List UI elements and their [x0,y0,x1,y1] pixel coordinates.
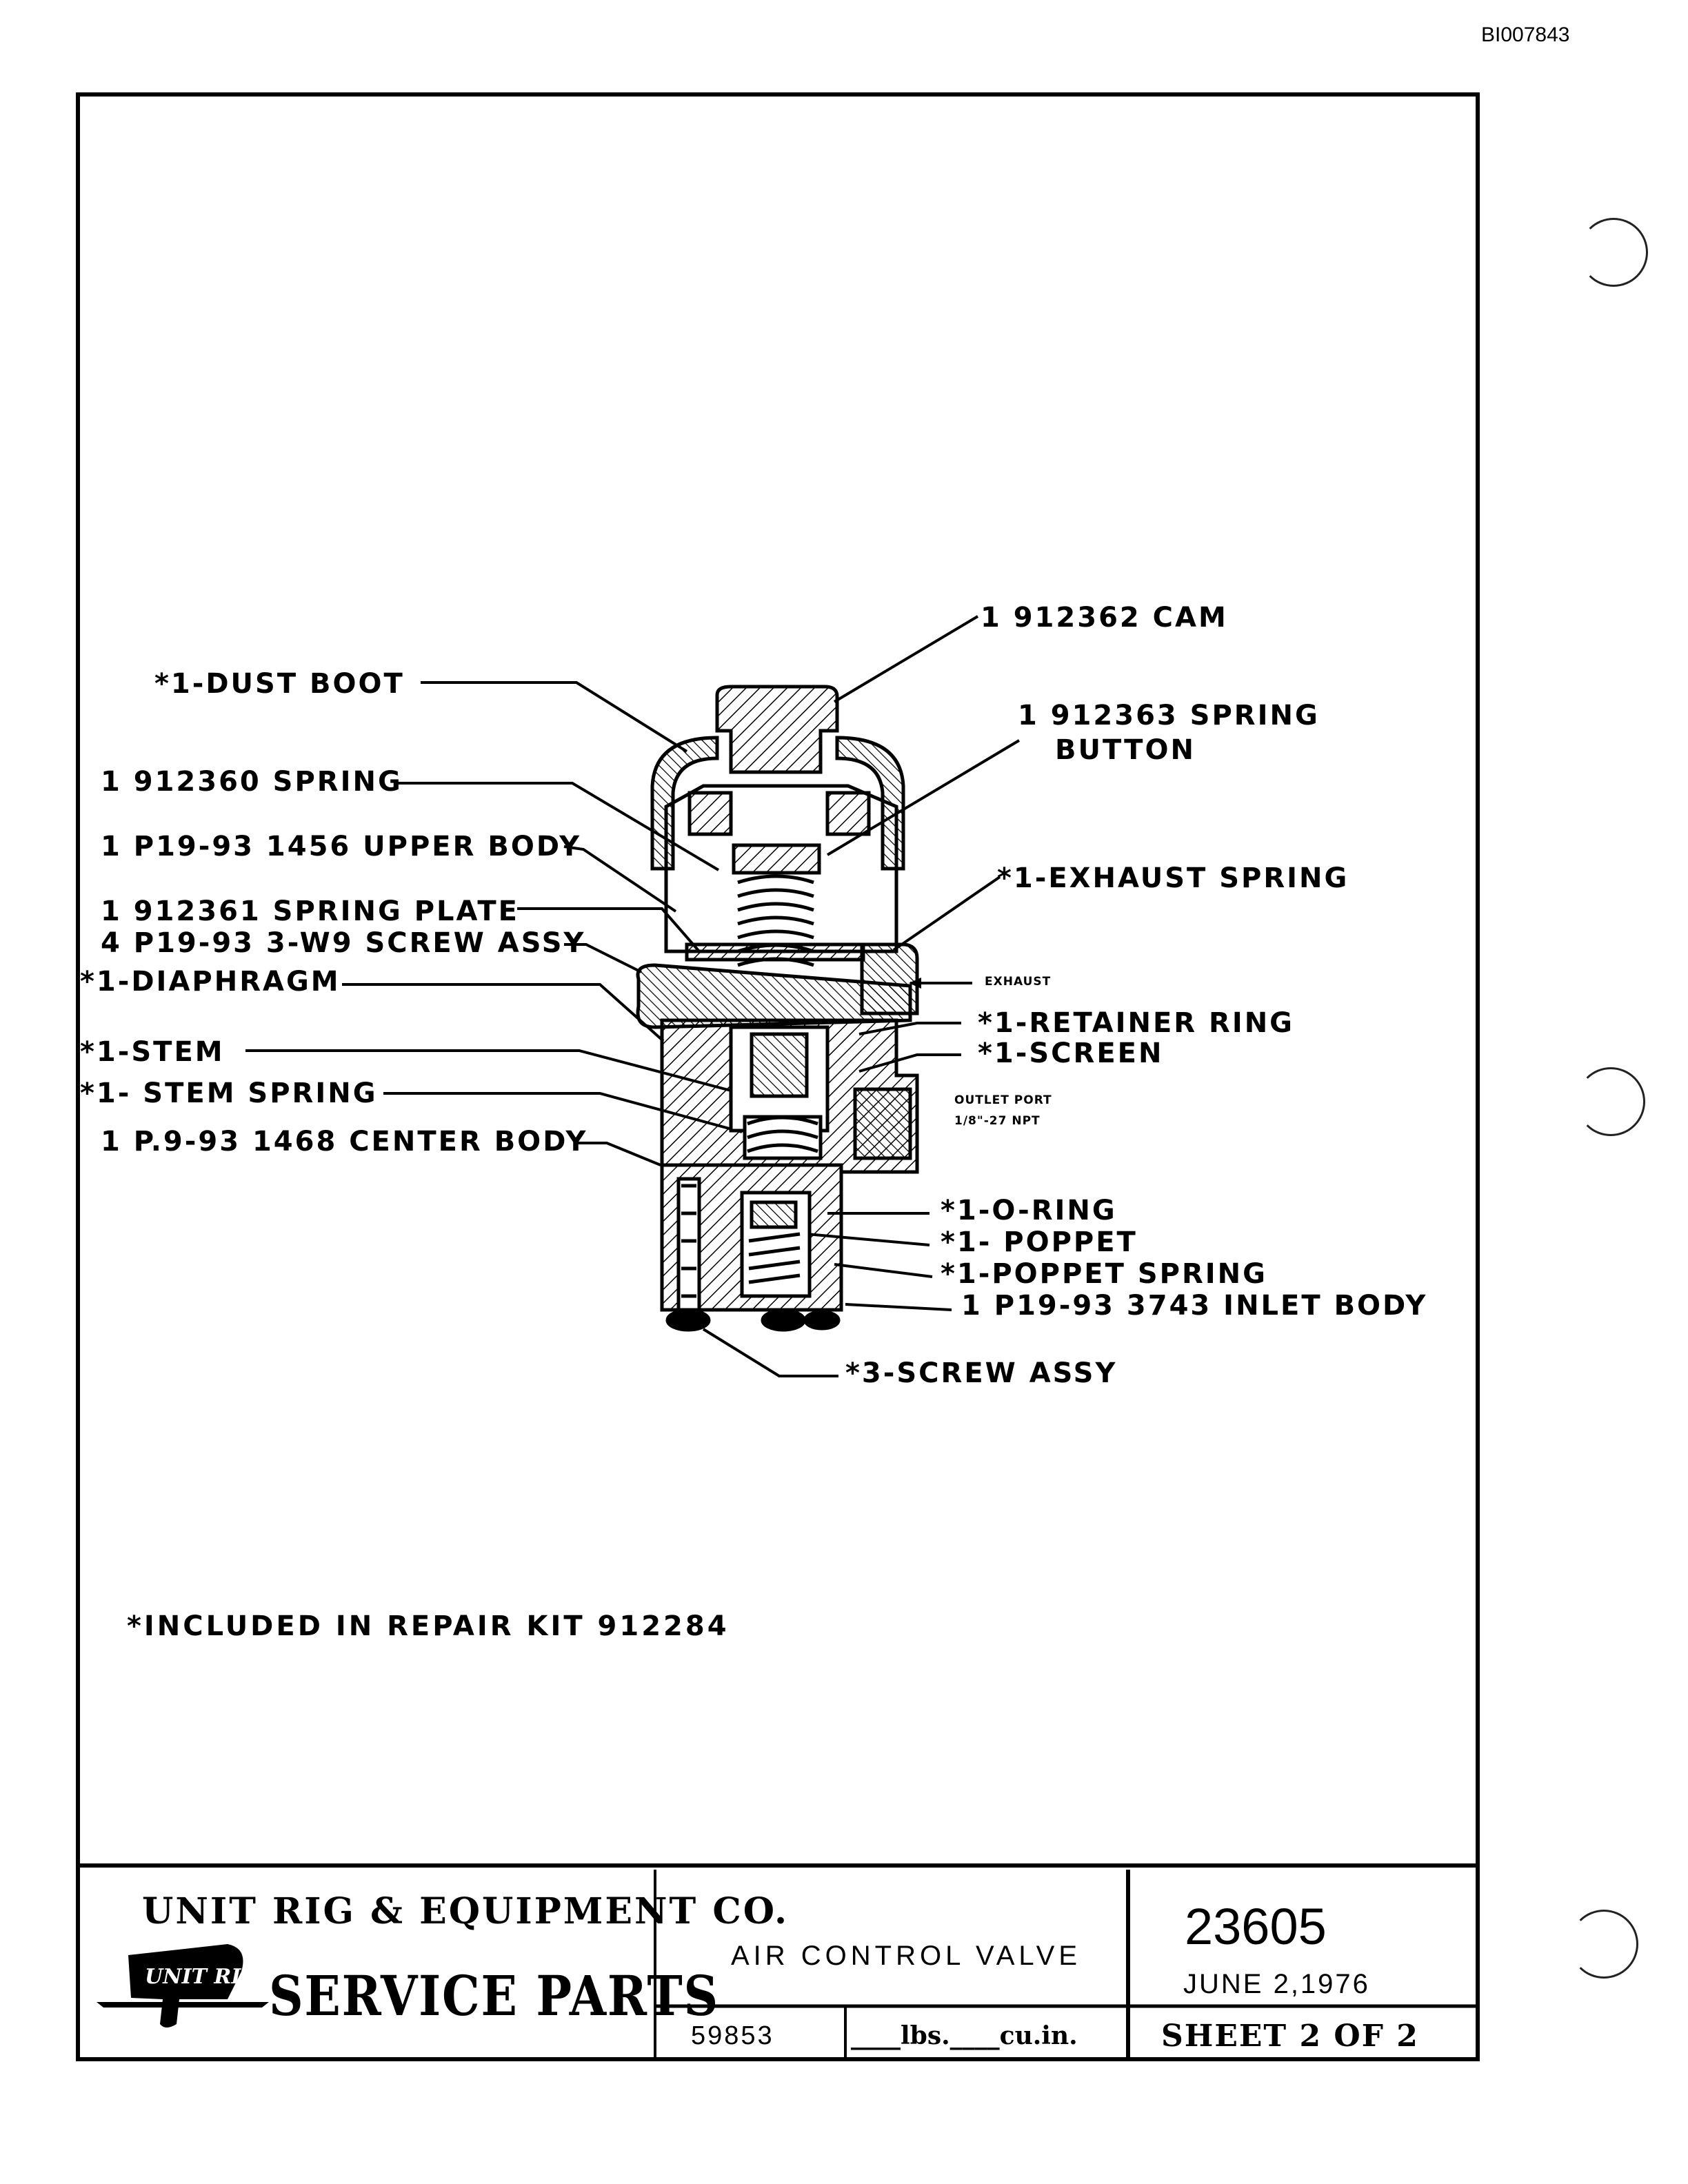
label-center-body: 1 P.9-93 1468 CENTER BODY [101,1126,588,1157]
drawing-date: JUNE 2,1976 [1183,1969,1370,1999]
repair-kit-note: *INCLUDED IN REPAIR KIT 912284 [127,1610,730,1642]
company-name: UNIT RIG & EQUIPMENT CO. [142,1890,790,1932]
label-exhaust: EXHAUST [985,975,1052,989]
unit-rig-logo [97,1944,269,2028]
label-outlet-port-line1: OUTLET PORT [954,1093,1052,1107]
document-id: BI007843 [1481,23,1570,46]
label-poppet: *1- POPPET [941,1226,1138,1258]
label-spring-button-line2: BUTTON [1055,734,1196,766]
label-dust-boot: *1-DUST BOOT [154,668,405,700]
label-outlet-port-line2: 1/8"-27 NPT [954,1114,1041,1128]
label-spring-plate: 1 912361 SPRING PLATE [101,896,519,927]
weight-volume-field: ____lbs.____cu.in. [851,2021,1078,2050]
label-diaphragm: *1-DIAPHRAGM [80,966,341,998]
label-screw-assy-4: 4 P19-93 3-W9 SCREW ASSY [101,927,586,959]
label-stem-spring: *1- STEM SPRING [80,1078,378,1109]
sheet-number: SHEET 2 OF 2 [1161,2019,1419,2054]
drawing-title: AIR CONTROL VALVE [731,1941,1082,1971]
label-screw-assy-3: *3-SCREW ASSY [845,1357,1118,1389]
label-o-ring: *1-O-RING [941,1195,1117,1226]
drawing-code: 59853 [691,2021,774,2050]
sheet-frame [76,92,1480,2061]
label-stem: *1-STEM [80,1036,225,1068]
title-block-grid [80,1863,1478,2057]
binder-hole-bottom [1569,1910,1638,1979]
label-cam: 1 912362 CAM [981,602,1228,634]
binder-hole-top [1579,218,1648,287]
service-parts-heading: SERVICE PARTS [269,1963,719,2028]
binder-hole-middle [1576,1067,1645,1136]
label-upper-body: 1 P19-93 1456 UPPER BODY [101,831,582,862]
label-spring-button-line1: 1 912363 SPRING [1018,700,1320,731]
label-screen: *1-SCREEN [978,1038,1164,1069]
label-poppet-spring: *1-POPPET SPRING [941,1258,1267,1290]
valve-body [636,685,919,1332]
label-spring: 1 912360 SPRING [101,766,403,798]
label-exhaust-spring: *1-EXHAUST SPRING [997,862,1349,894]
logo-text: UNIT RIG [145,1965,259,1989]
label-inlet-body: 1 P19-93 3743 INLET BODY [961,1290,1428,1322]
label-retainer-ring: *1-RETAINER RING [978,1007,1295,1039]
part-number: 23605 [1185,1898,1327,1955]
